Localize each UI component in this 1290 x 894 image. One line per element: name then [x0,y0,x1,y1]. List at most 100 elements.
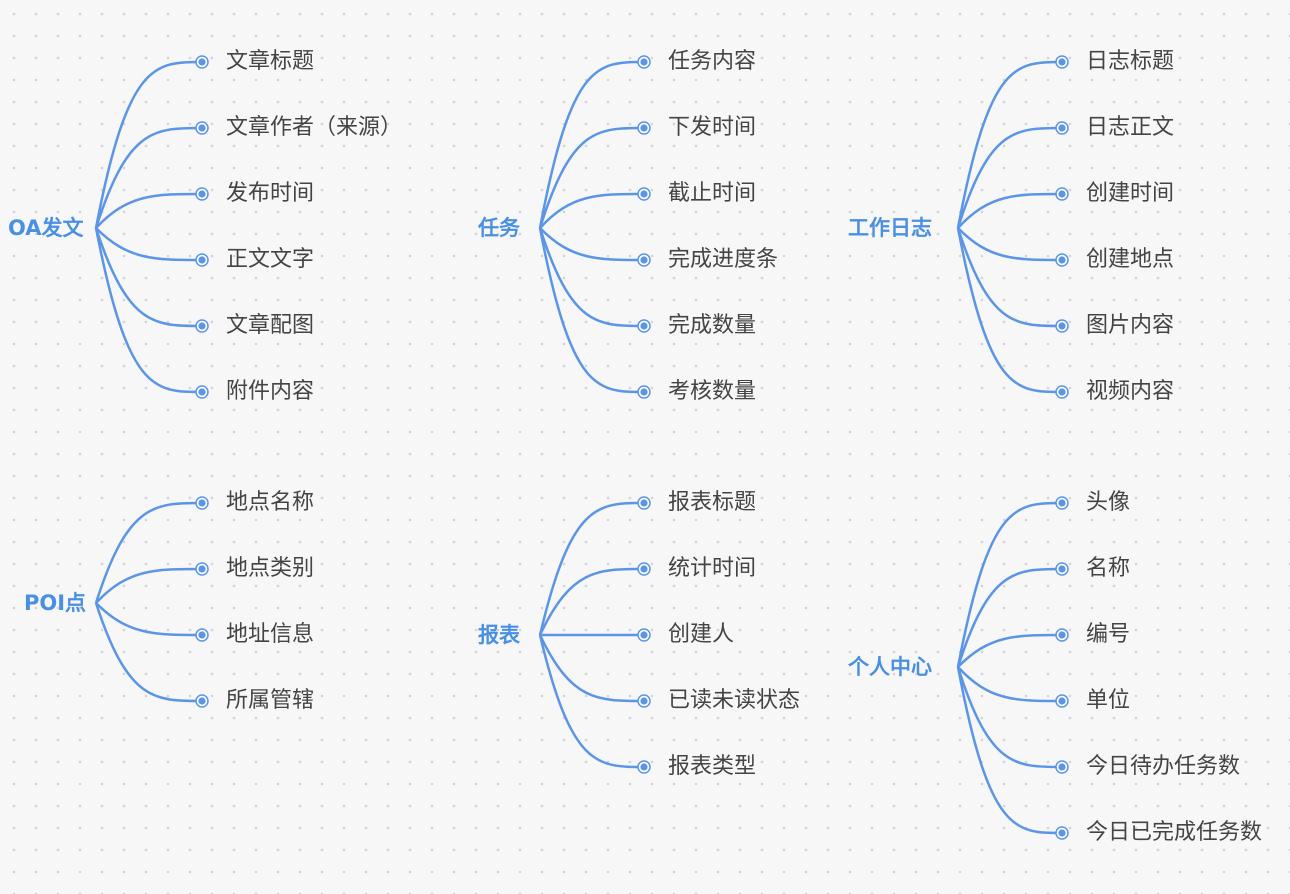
node-dot-inner-icon [198,58,206,66]
branch-link [94,227,203,394]
branch-link [95,227,203,262]
leaf-node[interactable]: 名称 [1086,556,1131,581]
node-dot-inner-icon [640,190,648,198]
branch-link [956,501,1063,668]
branch-link [539,192,645,229]
branch-link [538,60,645,229]
leaf-node[interactable]: 文章作者（来源） [226,115,403,140]
branch-link [538,634,645,703]
leaf-node[interactable]: 所属管辖 [226,688,315,713]
leaf-node[interactable]: 统计时间 [668,556,757,581]
node-dot-inner-icon [1058,322,1066,330]
leaf-node[interactable]: 创建时间 [1086,181,1175,206]
branch-link [538,227,645,394]
node-dot-inner-icon [198,631,206,639]
branch-link [538,634,645,769]
node-dot-inner-icon [640,58,648,66]
branch-link [95,192,203,229]
root-node[interactable]: 任务 [478,216,520,240]
node-dot-inner-icon [1058,124,1066,132]
node-dot-inner-icon [1058,499,1066,507]
node-dot-inner-icon [640,697,648,705]
node-dot-inner-icon [1058,565,1066,573]
leaf-node[interactable]: 发布时间 [226,181,315,206]
leaf-node[interactable]: 日志标题 [1086,49,1175,74]
node-dot-inner-icon [640,322,648,330]
root-node[interactable]: POI点 [24,591,87,615]
node-dot-inner-icon [198,322,206,330]
branch-link [956,227,1063,394]
leaf-node[interactable]: 文章标题 [226,49,315,74]
branch-link [538,501,645,636]
leaf-node[interactable]: 图片内容 [1086,313,1175,338]
leaf-node[interactable]: 已读未读状态 [668,688,801,713]
leaf-node[interactable]: 完成数量 [668,313,757,338]
node-dot-inner-icon [1058,190,1066,198]
leaf-node[interactable]: 文章配图 [226,313,315,338]
branch-link [957,192,1063,229]
branch-link [956,567,1063,668]
node-dot-inner-icon [198,190,206,198]
leaf-node[interactable]: 日志正文 [1086,115,1175,140]
branch-link [956,666,1063,835]
node-dot-inner-icon [640,631,648,639]
node-dot-inner-icon [198,697,206,705]
node-dot-inner-icon [1058,829,1066,837]
leaf-node[interactable]: 完成进度条 [668,247,779,272]
branch-link [538,567,645,636]
node-dot-inner-icon [1058,256,1066,264]
branch-link [94,501,203,604]
leaf-node[interactable]: 头像 [1086,490,1131,515]
leaf-node[interactable]: 视频内容 [1086,379,1175,404]
node-dot-inner-icon [198,499,206,507]
leaf-node[interactable]: 截止时间 [668,181,757,206]
node-dot-inner-icon [198,256,206,264]
leaf-node[interactable]: 今日已完成任务数 [1086,820,1263,845]
leaf-node[interactable]: 任务内容 [668,49,757,74]
leaf-node[interactable]: 下发时间 [668,115,757,140]
branch-link [538,227,645,328]
leaf-node[interactable]: 地址信息 [226,622,315,647]
leaf-node[interactable]: 正文文字 [226,247,315,272]
branch-link [94,60,203,229]
branch-link [957,633,1063,668]
node-dot-inner-icon [640,565,648,573]
branch-link [95,567,203,604]
branch-link [94,126,203,229]
node-dot-inner-icon [640,499,648,507]
leaf-node[interactable]: 创建地点 [1086,247,1175,272]
leaf-node[interactable]: 报表类型 [668,754,757,779]
branch-link [94,227,203,328]
node-dot-inner-icon [640,763,648,771]
branch-link [956,60,1063,229]
branch-link [94,602,203,703]
node-dot-inner-icon [1058,388,1066,396]
root-node[interactable]: 报表 [478,623,520,647]
node-dot-inner-icon [198,124,206,132]
branch-link [957,227,1063,262]
node-dot-inner-icon [1058,763,1066,771]
root-node[interactable]: OA发文 [8,216,84,240]
branch-link [957,666,1063,703]
node-dot-inner-icon [1058,697,1066,705]
root-node[interactable]: 工作日志 [848,216,932,240]
root-node[interactable]: 个人中心 [848,655,932,679]
branch-link [956,666,1063,769]
node-dot-inner-icon [1058,58,1066,66]
leaf-node[interactable]: 地点类别 [226,556,315,581]
node-dot-inner-icon [1058,631,1066,639]
branch-link [956,227,1063,328]
leaf-node[interactable]: 考核数量 [668,379,757,404]
branch-link [539,227,645,262]
leaf-node[interactable]: 地点名称 [226,490,315,515]
leaf-node[interactable]: 编号 [1086,622,1131,647]
leaf-node[interactable]: 单位 [1086,688,1131,713]
branch-link [95,602,203,637]
leaf-node[interactable]: 报表标题 [668,490,757,515]
leaf-node[interactable]: 创建人 [668,622,735,647]
leaf-node[interactable]: 今日待办任务数 [1086,754,1241,779]
branch-link [538,126,645,229]
node-dot-inner-icon [640,388,648,396]
leaf-node[interactable]: 附件内容 [226,379,315,404]
